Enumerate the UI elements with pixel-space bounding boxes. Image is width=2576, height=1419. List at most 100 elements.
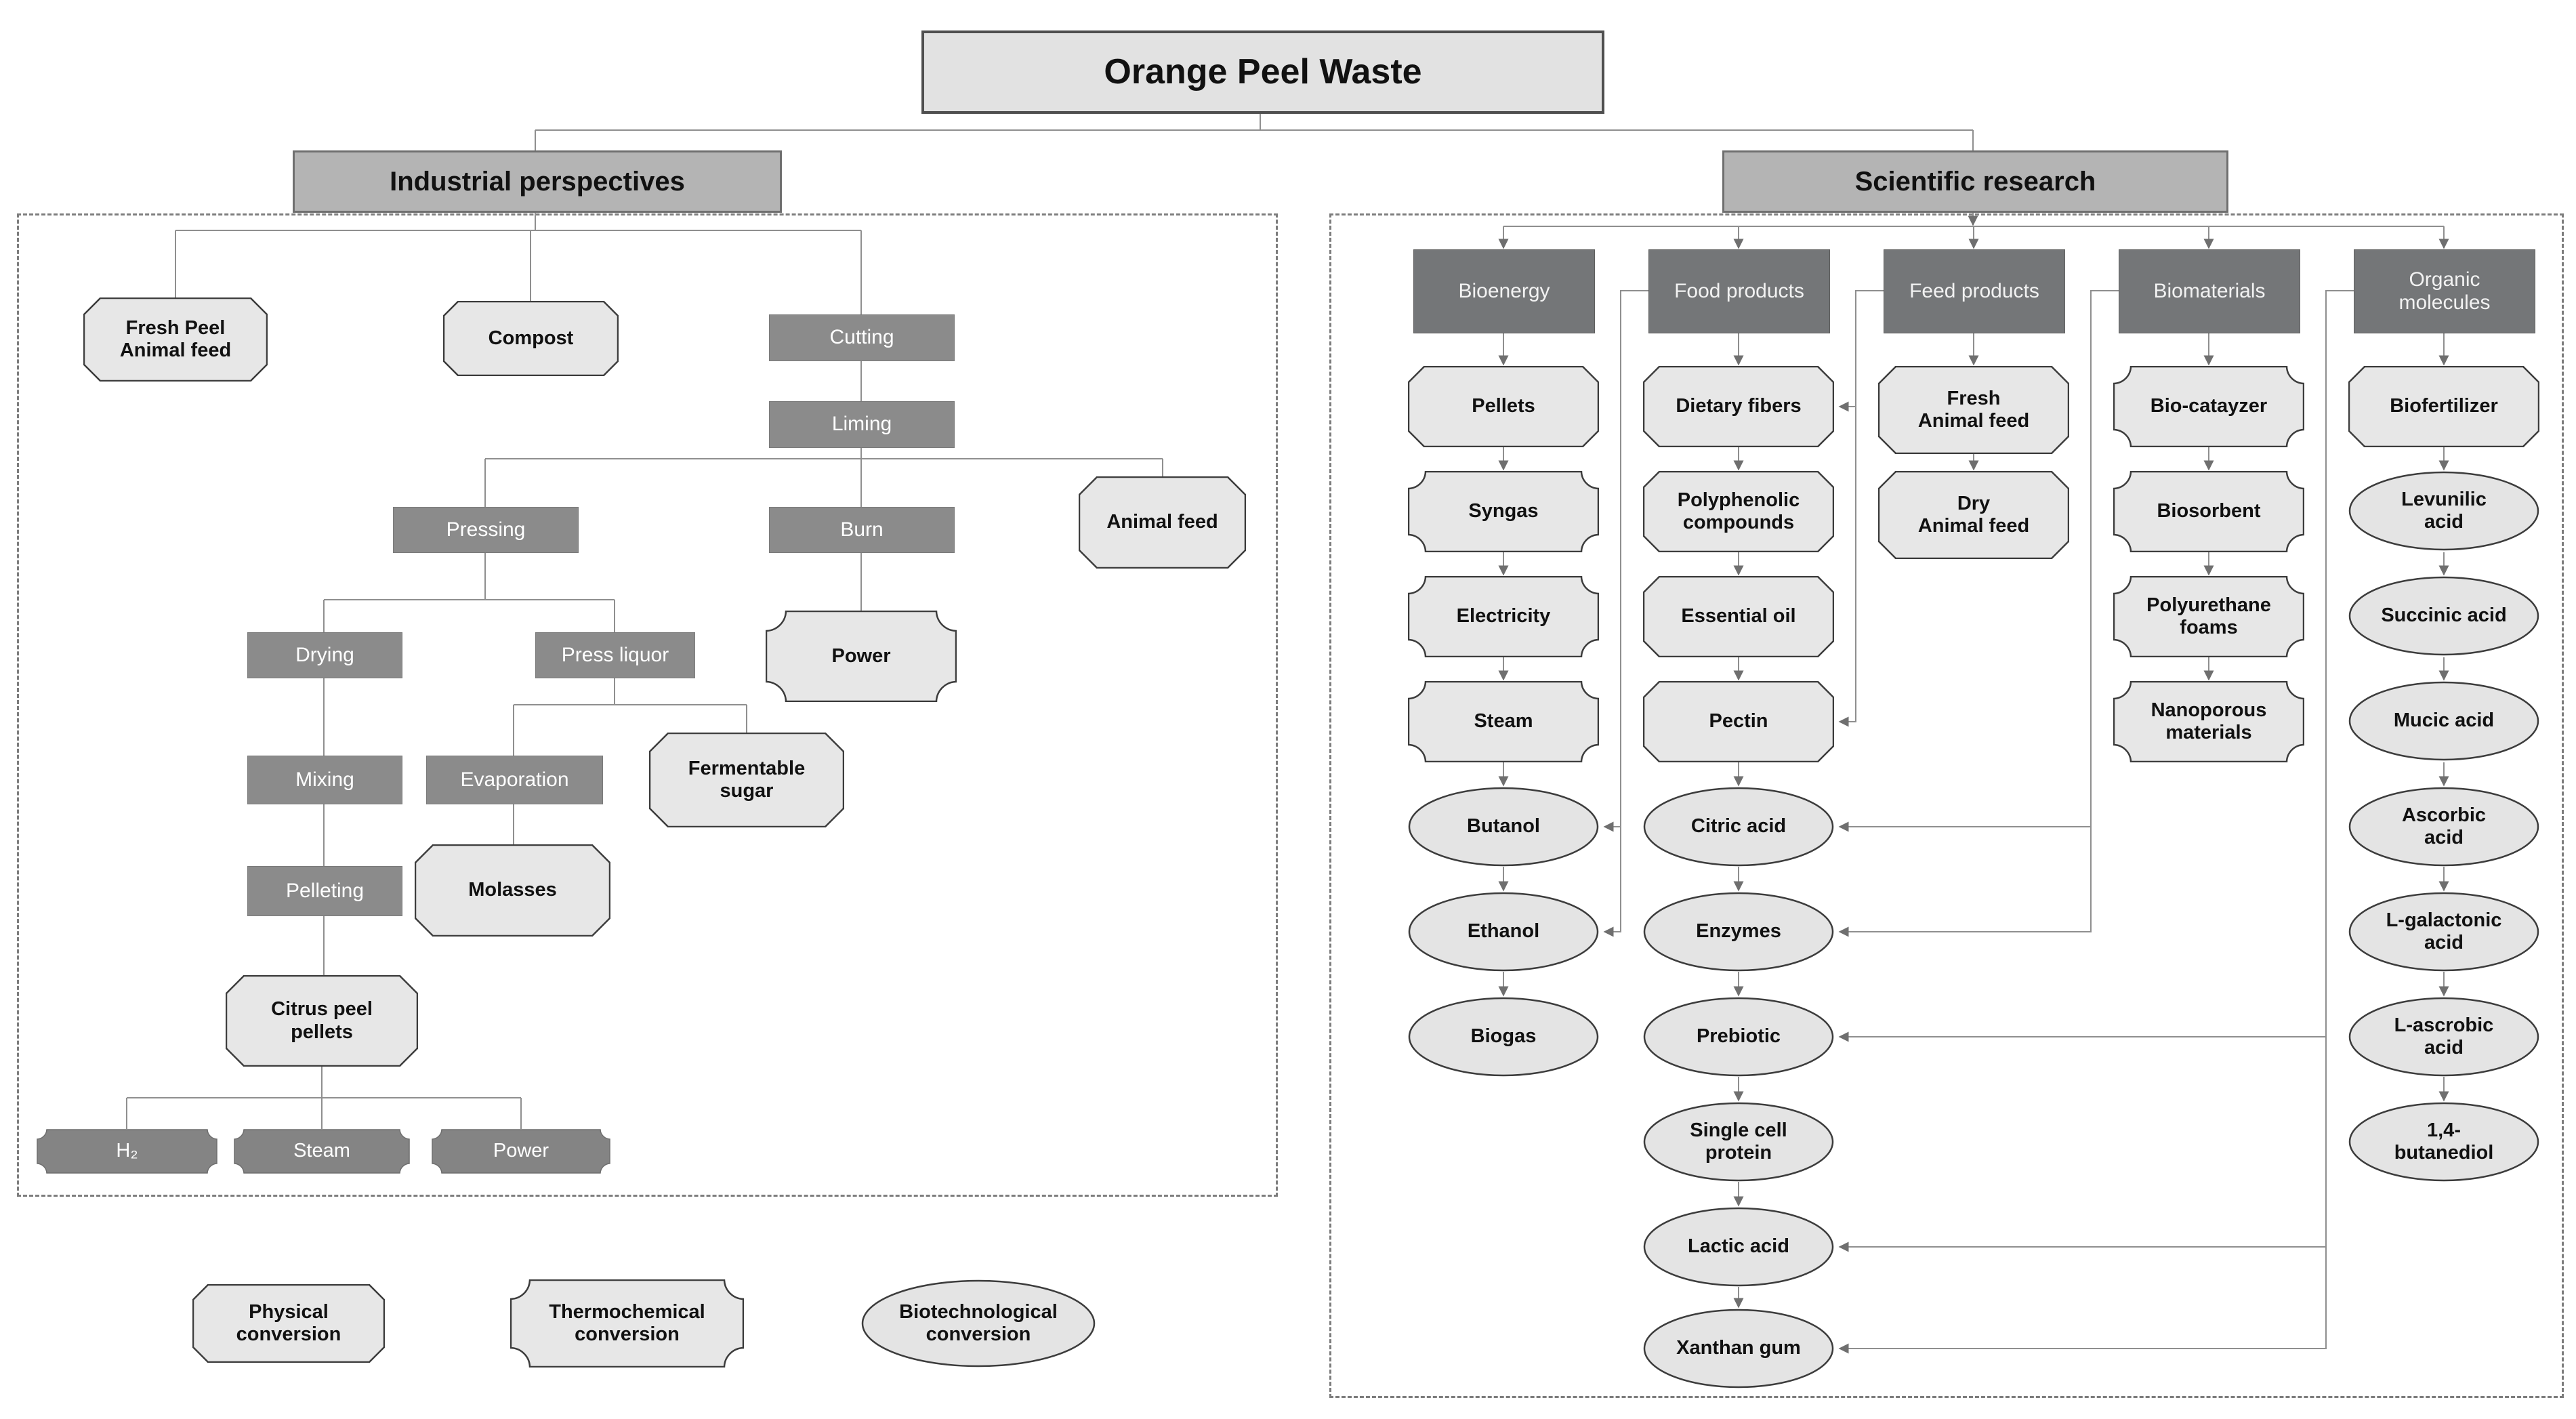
node-mucic-acid: Mucic acid — [2348, 681, 2539, 761]
node-levunilic-acid-label: Levunilic acid — [2401, 488, 2487, 533]
edge-75 — [1838, 827, 2092, 937]
node-compost: Compost — [443, 301, 619, 376]
node-bio-catayzer-label: Bio-catayzer — [2150, 395, 2268, 417]
node-evaporation-label: Evaporation — [460, 768, 569, 791]
node-nanoporous-materials-label: Nanoporous materials — [2151, 699, 2267, 743]
node-fresh-animal-feed-label: Fresh Animal feed — [1917, 387, 2030, 432]
node-syngas: Syngas — [1408, 471, 1599, 552]
node-dry-animal-feed-label: Dry Animal feed — [1917, 492, 2030, 537]
scientific-research-panel — [1329, 213, 2564, 1398]
node-liming-label: Liming — [831, 413, 892, 436]
node-syngas-label: Syngas — [1468, 500, 1539, 522]
edge-78 — [1838, 1247, 2327, 1354]
node-pectin: Pectin — [1643, 681, 1834, 762]
node-steam-right: Steam — [1408, 681, 1599, 762]
node-organic-molecules-header: Organic molecules — [2354, 249, 2535, 333]
node-biomaterials-header-label: Biomaterials — [2153, 279, 2266, 302]
node-legend-physical: Physical conversion — [192, 1284, 385, 1363]
node-dietary-fibers-label: Dietary fibers — [1676, 395, 1802, 417]
node-fresh-peel-animal-feed: Fresh Peel Animal feed — [83, 297, 268, 382]
node-polyurethane-foams-label: Polyurethane foams — [2146, 594, 2271, 638]
node-l-galactonic-acid: L-galactonic acid — [2348, 892, 2539, 972]
node-pelleting: Pelleting — [247, 866, 402, 916]
node-power-left-label: Power — [493, 1140, 549, 1162]
node-lactic-acid: Lactic acid — [1643, 1207, 1834, 1287]
node-fermentable-sugar: Fermentable sugar — [649, 733, 844, 827]
edge-73 — [1838, 407, 1856, 727]
node-bio-catayzer: Bio-catayzer — [2113, 366, 2304, 447]
node-levunilic-acid: Levunilic acid — [2348, 471, 2539, 551]
node-evaporation: Evaporation — [426, 756, 603, 804]
node-succinic-acid-label: Succinic acid — [2381, 604, 2507, 627]
node-succinic-acid: Succinic acid — [2348, 576, 2539, 656]
node-citrus-peel-pellets: Citrus peel pellets — [226, 975, 418, 1067]
node-biomaterials-header: Biomaterials — [2119, 249, 2300, 333]
node-drying: Drying — [247, 632, 402, 678]
node-prebiotic-label: Prebiotic — [1696, 1025, 1781, 1048]
node-industrial-header-label: Industrial perspectives — [390, 167, 685, 197]
node-pectin-label: Pectin — [1709, 710, 1768, 733]
node-h2: H₂ — [37, 1129, 217, 1174]
node-press-liquor-label: Press liquor — [561, 643, 669, 666]
node-biofertilizer-label: Biofertilizer — [2390, 395, 2498, 417]
node-press-liquor: Press liquor — [535, 632, 695, 678]
node-compost-label: Compost — [488, 327, 574, 349]
edge-76 — [1838, 290, 2354, 1042]
edge-77 — [1838, 1037, 2327, 1252]
node-pelleting-label: Pelleting — [285, 879, 365, 902]
node-title-box: Orange Peel Waste — [921, 30, 1604, 114]
node-biogas: Biogas — [1408, 997, 1599, 1077]
node-butanol-label: Butanol — [1467, 815, 1540, 838]
node-pressing-label: Pressing — [446, 518, 526, 541]
node-citric-acid-label: Citric acid — [1690, 815, 1787, 838]
node-electricity: Electricity — [1408, 576, 1599, 657]
node-cutting-label: Cutting — [829, 326, 894, 349]
node-single-cell-protein: Single cell protein — [1643, 1102, 1834, 1182]
node-nanoporous-materials: Nanoporous materials — [2113, 681, 2304, 762]
node-biosorbent: Biosorbent — [2113, 471, 2304, 552]
node-food-products-header: Food products — [1648, 249, 1830, 333]
node-legend-thermochemical-label: Thermochemical conversion — [549, 1300, 705, 1345]
node-ascorbic-acid: Ascorbic acid — [2348, 787, 2539, 867]
node-l-ascrobic-acid-label: L-ascrobic acid — [2394, 1014, 2494, 1058]
node-dietary-fibers: Dietary fibers — [1643, 366, 1834, 447]
node-biofertilizer: Biofertilizer — [2348, 366, 2539, 447]
node-polyphenolic-compounds-label: Polyphenolic compounds — [1677, 489, 1800, 533]
node-butanol: Butanol — [1408, 787, 1599, 867]
node-feed-products-header-label: Feed products — [1909, 279, 2039, 302]
node-legend-biotechnological: Biotechnological conversion — [861, 1279, 1096, 1367]
node-citrus-peel-pellets-label: Citrus peel pellets — [271, 998, 373, 1043]
node-prebiotic: Prebiotic — [1643, 997, 1834, 1077]
node-polyurethane-foams: Polyurethane foams — [2113, 576, 2304, 657]
node-burn-label: Burn — [840, 518, 884, 541]
node-feed-products-header: Feed products — [1884, 249, 2065, 333]
node-h2-label: H₂ — [116, 1140, 138, 1162]
node-dry-animal-feed: Dry Animal feed — [1878, 471, 2069, 559]
node-animal-feed-label: Animal feed — [1106, 511, 1218, 533]
node-cutting: Cutting — [769, 314, 955, 361]
edge-71 — [1603, 827, 1621, 937]
node-fermentable-sugar-label: Fermentable sugar — [688, 757, 806, 802]
node-l-galactonic-acid-label: L-galactonic acid — [2386, 909, 2502, 953]
node-molasses-label: Molasses — [468, 879, 557, 901]
node-bioenergy-header: Bioenergy — [1413, 249, 1595, 333]
node-power-thermo-label: Power — [831, 644, 891, 667]
node-bioenergy-header-label: Bioenergy — [1458, 279, 1550, 302]
node-pressing: Pressing — [393, 507, 579, 553]
node-steam-left: Steam — [234, 1129, 410, 1174]
node-butanediol-14: 1,4- butanediol — [2348, 1102, 2539, 1182]
node-citric-acid: Citric acid — [1643, 787, 1834, 867]
node-scientific-header-label: Scientific research — [1854, 167, 2096, 197]
edge-74 — [1838, 290, 2119, 832]
node-mixing: Mixing — [247, 756, 402, 804]
node-drying-label: Drying — [295, 643, 354, 666]
node-legend-biotechnological-label: Biotechnological conversion — [899, 1300, 1058, 1345]
node-liming: Liming — [769, 401, 955, 448]
node-legend-thermochemical: Thermochemical conversion — [510, 1279, 744, 1367]
node-scientific-header: Scientific research — [1722, 150, 2228, 213]
node-essential-oil: Essential oil — [1643, 576, 1834, 657]
node-enzymes: Enzymes — [1643, 892, 1834, 972]
node-organic-molecules-header-label: Organic molecules — [2398, 268, 2491, 314]
edge-72 — [1838, 290, 1884, 412]
